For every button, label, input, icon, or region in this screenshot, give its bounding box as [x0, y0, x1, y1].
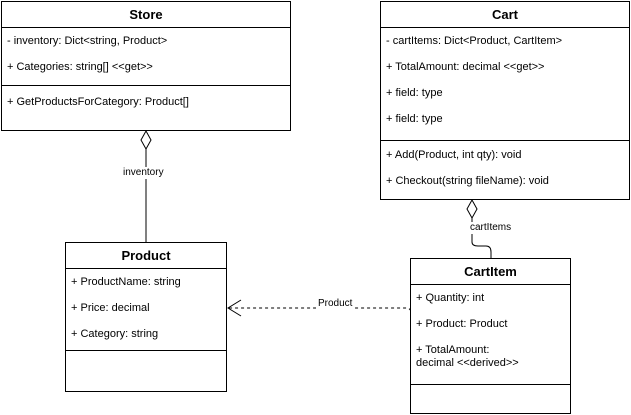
- class-product[interactable]: Product + ProductName: string + Price: d…: [65, 242, 227, 392]
- cart-cartitem-association-line-lower: [471, 236, 492, 258]
- class-cart-attribute: + field: type: [386, 87, 443, 99]
- class-product-attribute: + Category: string: [71, 328, 159, 340]
- class-cart-operation: + Checkout(string fileName): void: [386, 175, 549, 187]
- class-cartitem[interactable]: CartItem + Quantity: int + Product: Prod…: [410, 258, 571, 414]
- class-cartitem-attribute: + Product: Product: [416, 318, 508, 330]
- class-cart[interactable]: Cart - cartItems: Dict<Product, CartItem…: [380, 1, 630, 200]
- class-store[interactable]: Store - inventory: Dict<string, Product>…: [1, 1, 291, 131]
- class-product-attributes: + ProductName: string + Price: decimal +…: [66, 269, 226, 351]
- cart-aggregation-diamond: [466, 198, 478, 220]
- store-aggregation-diamond: [140, 129, 152, 151]
- class-store-operations: + GetProductsForCategory: Product[]: [2, 86, 290, 115]
- class-cart-attributes: - cartItems: Dict<Product, CartItem> + T…: [381, 28, 629, 141]
- class-store-name: Store: [2, 2, 290, 28]
- class-cart-name: Cart: [381, 2, 629, 28]
- class-cart-attribute: - cartItems: Dict<Product, CartItem>: [386, 35, 563, 47]
- class-cartitem-attribute: + Quantity: int: [416, 292, 485, 304]
- class-cart-attribute: + TotalAmount: decimal <<get>>: [386, 61, 545, 73]
- class-cart-attribute: + field: type: [386, 113, 443, 125]
- class-cart-operations: + Add(Product, int qty): void + Checkout…: [381, 141, 629, 194]
- edge-label-inventory: inventory: [121, 167, 166, 179]
- class-cartitem-attributes: + Quantity: int + Product: Product + Tot…: [411, 285, 570, 385]
- class-store-attributes: - inventory: Dict<string, Product> + Cat…: [2, 28, 290, 86]
- class-product-attribute: + ProductName: string: [71, 276, 181, 288]
- class-store-attribute: - inventory: Dict<string, Product>: [7, 35, 168, 47]
- class-cart-operation: + Add(Product, int qty): void: [386, 149, 522, 161]
- dependency-arrowhead: [227, 299, 242, 317]
- class-store-operation: + GetProductsForCategory: Product[]: [7, 96, 189, 108]
- edge-label-product: Product: [316, 298, 355, 310]
- edge-label-cartitems: cartItems: [468, 222, 514, 234]
- class-cartitem-attribute: + TotalAmount: decimal <<derived>>: [416, 344, 519, 369]
- class-store-attribute: + Categories: string[] <<get>>: [7, 61, 153, 73]
- class-product-name: Product: [66, 243, 226, 269]
- class-product-attribute: + Price: decimal: [71, 302, 150, 314]
- cartitem-product-dependency-line: [228, 307, 412, 323]
- class-cartitem-name: CartItem: [411, 259, 570, 285]
